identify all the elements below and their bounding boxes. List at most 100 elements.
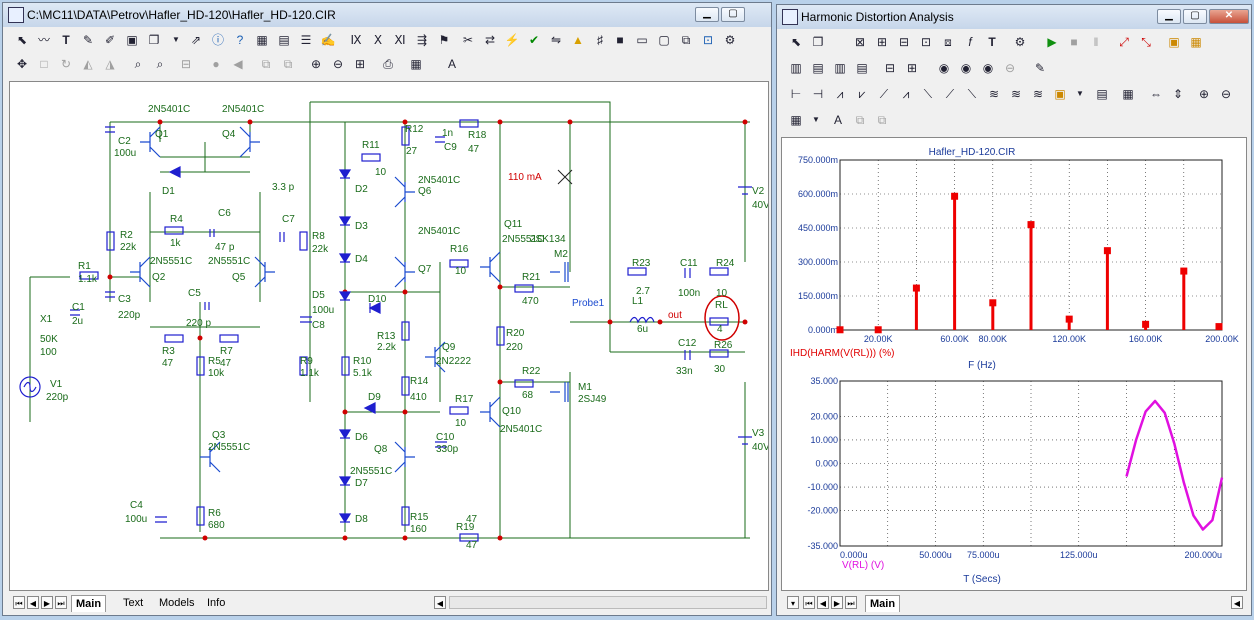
text-icon[interactable]: T [988,35,996,49]
view-2-icon[interactable]: ▤ [812,61,824,75]
mirror-icon[interactable]: ◭ [83,57,93,71]
scale-x-icon[interactable]: ⊟ [898,35,910,49]
route-icon[interactable]: ⇶ [416,33,428,47]
tab-main[interactable]: Main [71,595,107,612]
prev-page-icon[interactable]: ◀ [27,596,39,609]
zoom-out-icon[interactable]: ⊖ [332,57,344,71]
view-3-icon[interactable]: ▥ [834,61,846,75]
auto-scale-icon[interactable]: ⊞ [876,35,888,49]
table-icon[interactable]: ▤ [1096,87,1108,101]
properties-icon[interactable]: ⚙ [1014,35,1026,49]
dropdown-icon[interactable]: ▼ [1076,89,1084,98]
hash-icon[interactable]: ♯ [597,33,603,47]
min-icon[interactable]: ⟍ [923,87,933,101]
last-page-icon[interactable]: ⏭ [55,596,67,609]
inflect-icon[interactable]: ⩘ [902,87,910,101]
fit-icon[interactable]: ⧈ [944,35,952,49]
print-icon[interactable]: ⎙ [383,57,393,71]
palette-icon[interactable]: ▣ [1054,87,1066,101]
help-icon[interactable]: ? [236,33,244,47]
unstack-icon[interactable]: ⧉ [877,113,887,127]
peak-icon[interactable]: ⊢ [790,87,802,101]
edit-props-icon[interactable]: ✎ [1034,61,1046,75]
grid-icon[interactable]: ▦ [256,33,268,47]
frame-icon[interactable]: ▣ [1168,35,1180,49]
square-icon[interactable]: ■ [616,33,624,47]
swap-icon[interactable]: ⇋ [550,33,562,47]
maximize-button[interactable]: ▢ [721,7,745,22]
flag-icon[interactable]: ⚑ [438,33,450,47]
find-next-icon[interactable]: ⌕ [156,57,164,71]
attribute-icon[interactable]: ▤ [278,33,290,47]
scale-icon[interactable]: ⊠ [854,35,866,49]
window-icon[interactable]: ▢ [658,33,670,47]
find-icon[interactable]: ⌕ [134,57,142,71]
dropdown-icon[interactable]: ▼ [172,35,180,44]
scroll-left-icon[interactable]: ◀ [1231,596,1243,609]
capture-icon[interactable]: ⊟ [180,57,192,71]
blocks-icon[interactable]: ⧉ [681,33,691,47]
zoom-out-icon[interactable]: ⊖ [1220,87,1232,101]
first-page-icon[interactable]: ⏮ [803,596,815,609]
next-page-icon[interactable]: ▶ [831,596,843,609]
horizontal-scrollbar[interactable] [449,596,767,609]
move-icon[interactable]: ✥ [16,57,28,71]
warning-icon[interactable]: ▲ [572,33,584,47]
wave-icon[interactable]: ≋ [988,87,1000,101]
info-icon[interactable]: ⓘ [211,33,224,47]
layout-icon[interactable]: ▦ [410,57,422,71]
next-page-icon[interactable]: ▶ [41,596,53,609]
prev-page-icon[interactable]: ◀ [817,596,829,609]
text-icon[interactable]: T [62,33,70,47]
valley-icon[interactable]: ⊣ [812,87,824,101]
check-icon[interactable]: ✔ [528,33,540,47]
dropdown-icon[interactable]: ▾ [787,596,799,609]
cursor-b-icon[interactable]: ◉ [960,61,972,75]
list-icon[interactable]: ☰ [300,33,312,47]
fit-width-icon[interactable]: ⇔ [1150,87,1162,101]
tab-text[interactable]: Text [123,597,144,609]
low-icon[interactable]: ⩗ [858,87,866,101]
last-page-icon[interactable]: ⏭ [845,596,857,609]
stop-icon[interactable]: ● [212,57,220,71]
tile-icon[interactable]: ▦ [1190,35,1202,49]
graph-a-icon[interactable]: ⤢ [1119,35,1129,49]
wire-icon[interactable]: 〰 [37,33,50,47]
graph-b-icon[interactable]: ⤡ [1141,35,1151,49]
font-icon[interactable]: A [833,113,842,127]
tab-models[interactable]: Models [159,597,195,609]
zoom-in-icon[interactable]: ⊕ [310,57,322,71]
copy-icon[interactable]: ❐ [812,35,824,49]
tab-info[interactable]: Info [207,597,226,609]
page-icon[interactable]: ▭ [636,33,648,47]
split-h-icon[interactable]: ⊟ [884,61,896,75]
cursor-d-icon[interactable]: ⊖ [1004,61,1016,75]
minimize-button[interactable]: ▁ [1157,9,1181,24]
slope-icon[interactable]: ⟋ [879,87,889,101]
wave3-icon[interactable]: ≋ [1032,87,1044,101]
select-icon[interactable]: ⬉ [16,33,28,47]
box-icon[interactable]: □ [40,57,48,71]
cursor-c-icon[interactable]: ◉ [982,61,994,75]
view-4-icon[interactable]: ▤ [856,61,868,75]
point-icon[interactable]: ⟍ [967,87,977,101]
spark-icon[interactable]: ⚡ [504,33,520,47]
arrow-split-icon[interactable]: ⇄ [484,33,496,47]
cut-wire-icon[interactable]: ✂ [462,33,474,47]
pen-icon[interactable]: ✐ [104,33,116,47]
prop-icon[interactable]: ⊡ [702,33,714,47]
copy-icon[interactable]: ❐ [148,33,160,47]
tab-main[interactable]: Main [865,595,901,612]
scroll-left-icon[interactable]: ◀ [434,596,446,609]
stack-icon[interactable]: ⧉ [261,57,271,71]
zoom-fit-icon[interactable]: ⊞ [354,57,366,71]
dropdown-icon[interactable]: ▼ [812,115,820,124]
run-icon[interactable]: ▶ [1047,35,1057,49]
function-icon[interactable]: f [968,35,972,49]
first-page-icon[interactable]: ⏮ [13,596,25,609]
unstack-icon[interactable]: ⧉ [283,57,293,71]
minimize-button[interactable]: ▁ [695,7,719,22]
text-attr-icon[interactable]: Ⅸ [350,33,362,47]
cursor-a-icon[interactable]: ◉ [938,61,950,75]
